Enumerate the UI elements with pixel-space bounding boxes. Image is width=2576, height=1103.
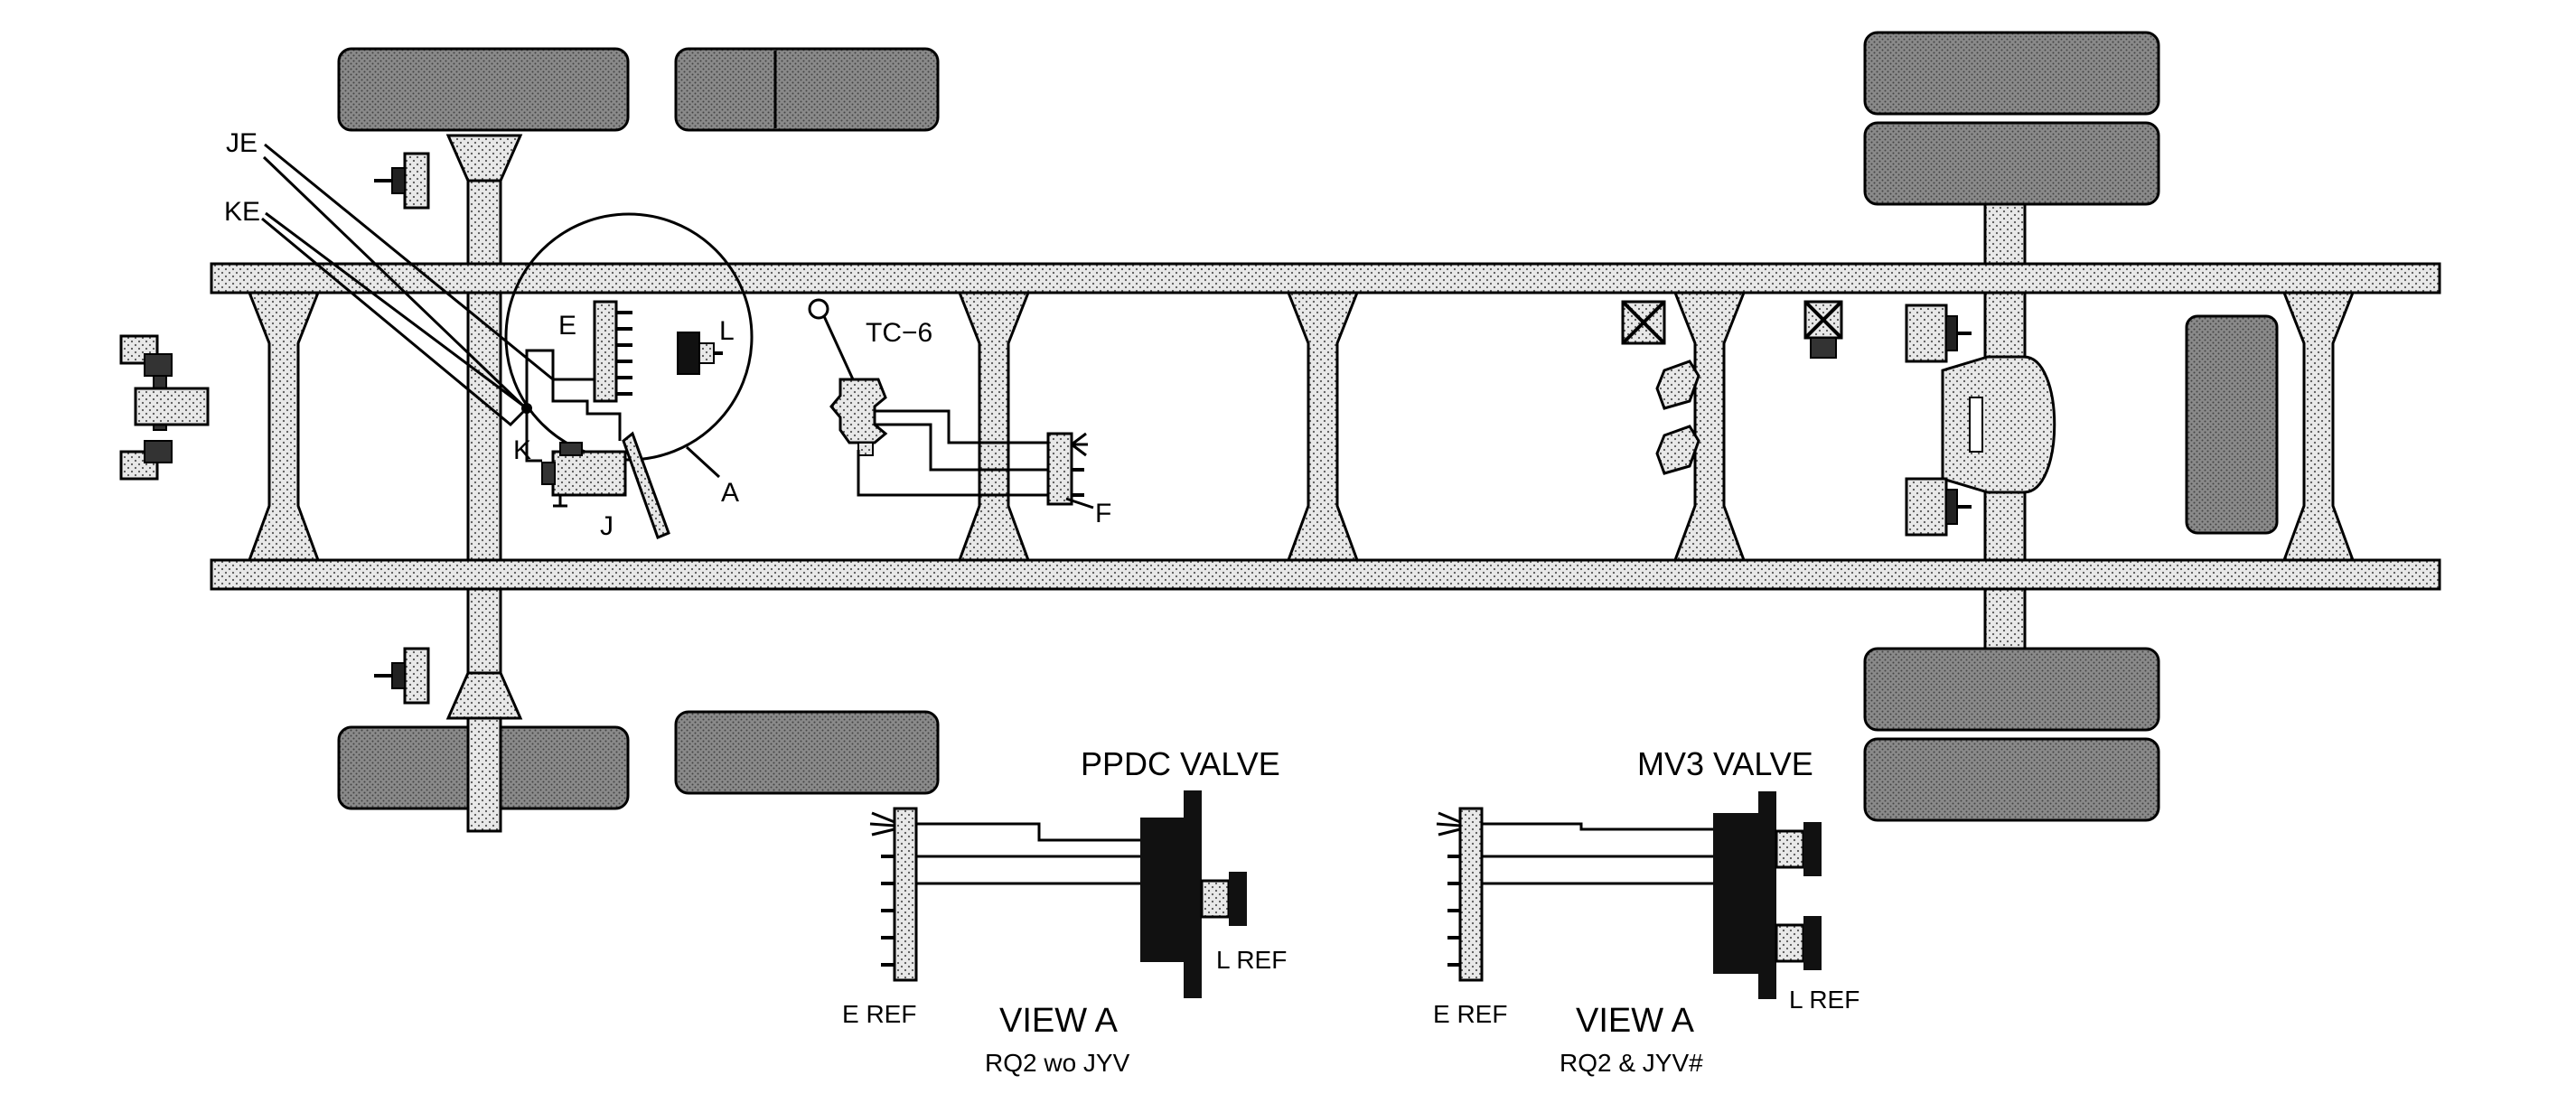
valve-icon [829, 378, 888, 456]
label-e: E [558, 311, 576, 341]
view-a-ppdc-labels: PPDC VALVE E REF L REF VIEW A RQ2 wo JYV [842, 745, 1287, 1077]
rear-left-outer-tire [1863, 31, 2160, 116]
ppdc-condition: RQ2 wo JYV [985, 1049, 1130, 1077]
sensor-icon [808, 298, 855, 380]
ppdc-view-label: VIEW A [999, 1002, 1119, 1040]
mv3-view-label: VIEW A [1576, 1002, 1695, 1040]
view-a-mv3-labels: MV3 VALVE E REF L REF VIEW A RQ2 & JYV# [1433, 745, 1859, 1077]
view-a-ppdc [869, 790, 1247, 998]
label-k: K [513, 435, 531, 465]
rear-left-inner-tire [1863, 121, 2160, 206]
crossmembers [247, 291, 2356, 562]
ppdc-e-ref: E REF [842, 1000, 916, 1028]
front-left-mirror-tire [674, 47, 940, 132]
label-j: J [600, 511, 614, 541]
brake-chamber-icon [1905, 304, 1972, 537]
label-f: F [1095, 499, 1111, 528]
front-brake-right [374, 647, 430, 705]
spare-tire [2185, 314, 2279, 535]
rear-right-outer-tire [1863, 737, 2160, 822]
front-valve-assembly [119, 334, 210, 481]
front-left-tire [337, 47, 630, 132]
mv3-valve-body [1713, 813, 1758, 974]
view-a-mv3 [1436, 791, 1822, 999]
label-ke: KE [224, 197, 260, 227]
ppdc-valve-title: PPDC VALVE [1081, 745, 1280, 782]
mv3-e-ref: E REF [1433, 1000, 1507, 1028]
mv3-condition: RQ2 & JYV# [1560, 1049, 1703, 1077]
label-l: L [719, 316, 735, 346]
ppdc-l-ref: L REF [1216, 946, 1287, 974]
label-a: A [721, 478, 739, 508]
harness-f [857, 409, 1094, 509]
front-brake-left [374, 152, 430, 210]
differential-housing [1941, 355, 2056, 494]
mv3-valve-title: MV3 VALVE [1637, 745, 1813, 782]
manifold-icon [593, 300, 632, 403]
callout-labels: JE KE E L K J A TC−6 F [224, 128, 1111, 541]
rear-relay-valves [1621, 300, 1843, 359]
label-tc6: TC−6 [866, 318, 932, 348]
frame-rail-left [210, 262, 2441, 294]
ppdc-valve-body [1140, 818, 1184, 962]
frame [210, 262, 2441, 591]
mv3-l-ref: L REF [1789, 986, 1859, 1014]
frame-rail-right [210, 558, 2441, 591]
harness-lines-a [261, 155, 622, 463]
tires [337, 31, 2279, 822]
abs-modulators [1655, 360, 1700, 475]
pressure-switch-icon [677, 332, 723, 375]
brake-valve-k [541, 442, 627, 508]
front-right-mirror-tire [674, 710, 940, 795]
rear-right-inner-tire [1863, 647, 2160, 732]
detail-circle-a [504, 212, 754, 462]
pedal-lever-j [622, 431, 670, 539]
label-je: JE [226, 128, 258, 158]
